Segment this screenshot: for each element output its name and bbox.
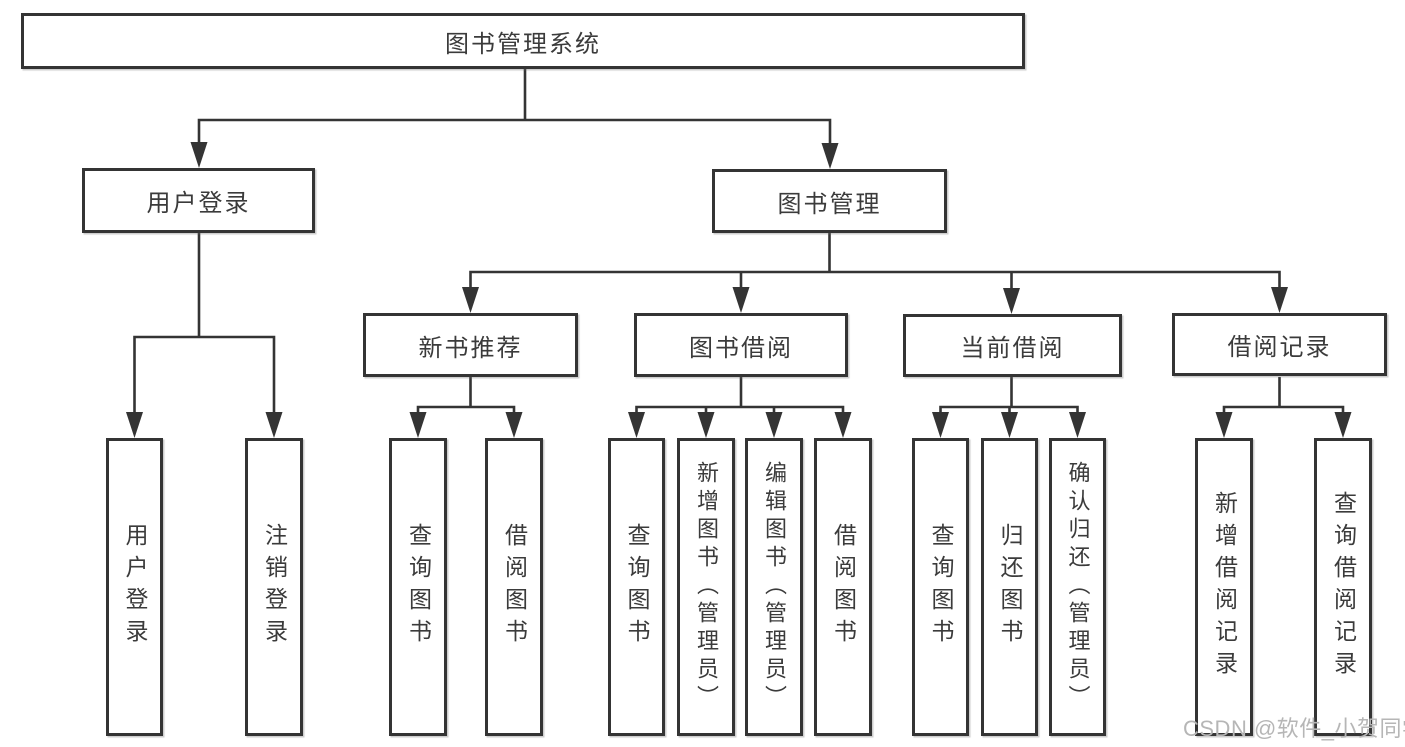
node-new-book-recommendation: 新书推荐	[363, 313, 578, 377]
node-new-book-recommendation-label: 新书推荐	[418, 334, 523, 362]
leaf-query-books-recommend-label: 查询图书	[405, 523, 432, 651]
node-book-management-label: 图书管理	[777, 190, 882, 218]
leaf-borrow-books-borrow: 借阅图书	[814, 438, 872, 736]
leaf-query-books-current: 查询图书	[912, 438, 969, 736]
watermark: CSDN @软件_小贺同学	[1183, 716, 1405, 741]
leaf-query-borrow-record-label: 查询借阅记录	[1330, 491, 1357, 683]
leaf-query-books-recommend: 查询图书	[389, 438, 447, 736]
leaf-borrow-books-recommend: 借阅图书	[485, 438, 543, 736]
arrowhead-icons	[126, 142, 1352, 438]
leaf-add-borrow-record-label: 新增借阅记录	[1211, 491, 1238, 683]
leaf-return-books-label: 归还图书	[997, 523, 1023, 651]
node-user-login-label: 用户登录	[146, 190, 251, 217]
node-book-management: 图书管理	[712, 169, 947, 233]
leaf-edit-book-admin: 编辑图书（管理员）	[745, 438, 803, 736]
leaf-edit-book-admin-label: 编辑图书（管理员）	[762, 461, 787, 713]
node-book-borrowing-label: 图书借阅	[689, 334, 793, 362]
node-current-borrowing: 当前借阅	[903, 314, 1122, 377]
leaf-borrow-books-recommend-label: 借阅图书	[501, 523, 528, 651]
leaf-query-borrow-record: 查询借阅记录	[1314, 438, 1372, 736]
leaf-query-books-current-label: 查询图书	[928, 523, 954, 651]
node-root-label: 图书管理系统	[445, 30, 601, 58]
leaf-add-book-admin: 新增图书（管理员）	[677, 438, 735, 736]
leaf-user-login: 用户登录	[106, 438, 163, 736]
node-book-borrowing: 图书借阅	[634, 313, 848, 377]
leaf-confirm-return-admin: 确认归还（管理员）	[1049, 438, 1106, 736]
leaf-confirm-return-admin-label: 确认归还（管理员）	[1065, 461, 1091, 713]
leaf-query-books-borrow: 查询图书	[608, 438, 665, 736]
leaf-add-borrow-record: 新增借阅记录	[1195, 438, 1253, 736]
node-root: 图书管理系统	[21, 13, 1025, 69]
node-borrowing-records-label: 借阅记录	[1227, 334, 1332, 361]
leaf-user-login-label: 用户登录	[122, 523, 148, 651]
leaf-add-book-admin-label: 新增图书（管理员）	[694, 461, 719, 713]
node-borrowing-records: 借阅记录	[1172, 313, 1387, 376]
leaf-return-books: 归还图书	[981, 438, 1038, 736]
leaf-logout-label: 注销登录	[261, 523, 288, 651]
node-user-login: 用户登录	[82, 168, 315, 233]
leaf-borrow-books-borrow-label: 借阅图书	[830, 523, 857, 651]
leaf-query-books-borrow-label: 查询图书	[624, 523, 650, 651]
node-current-borrowing-label: 当前借阅	[960, 335, 1065, 362]
leaf-logout: 注销登录	[245, 438, 303, 736]
